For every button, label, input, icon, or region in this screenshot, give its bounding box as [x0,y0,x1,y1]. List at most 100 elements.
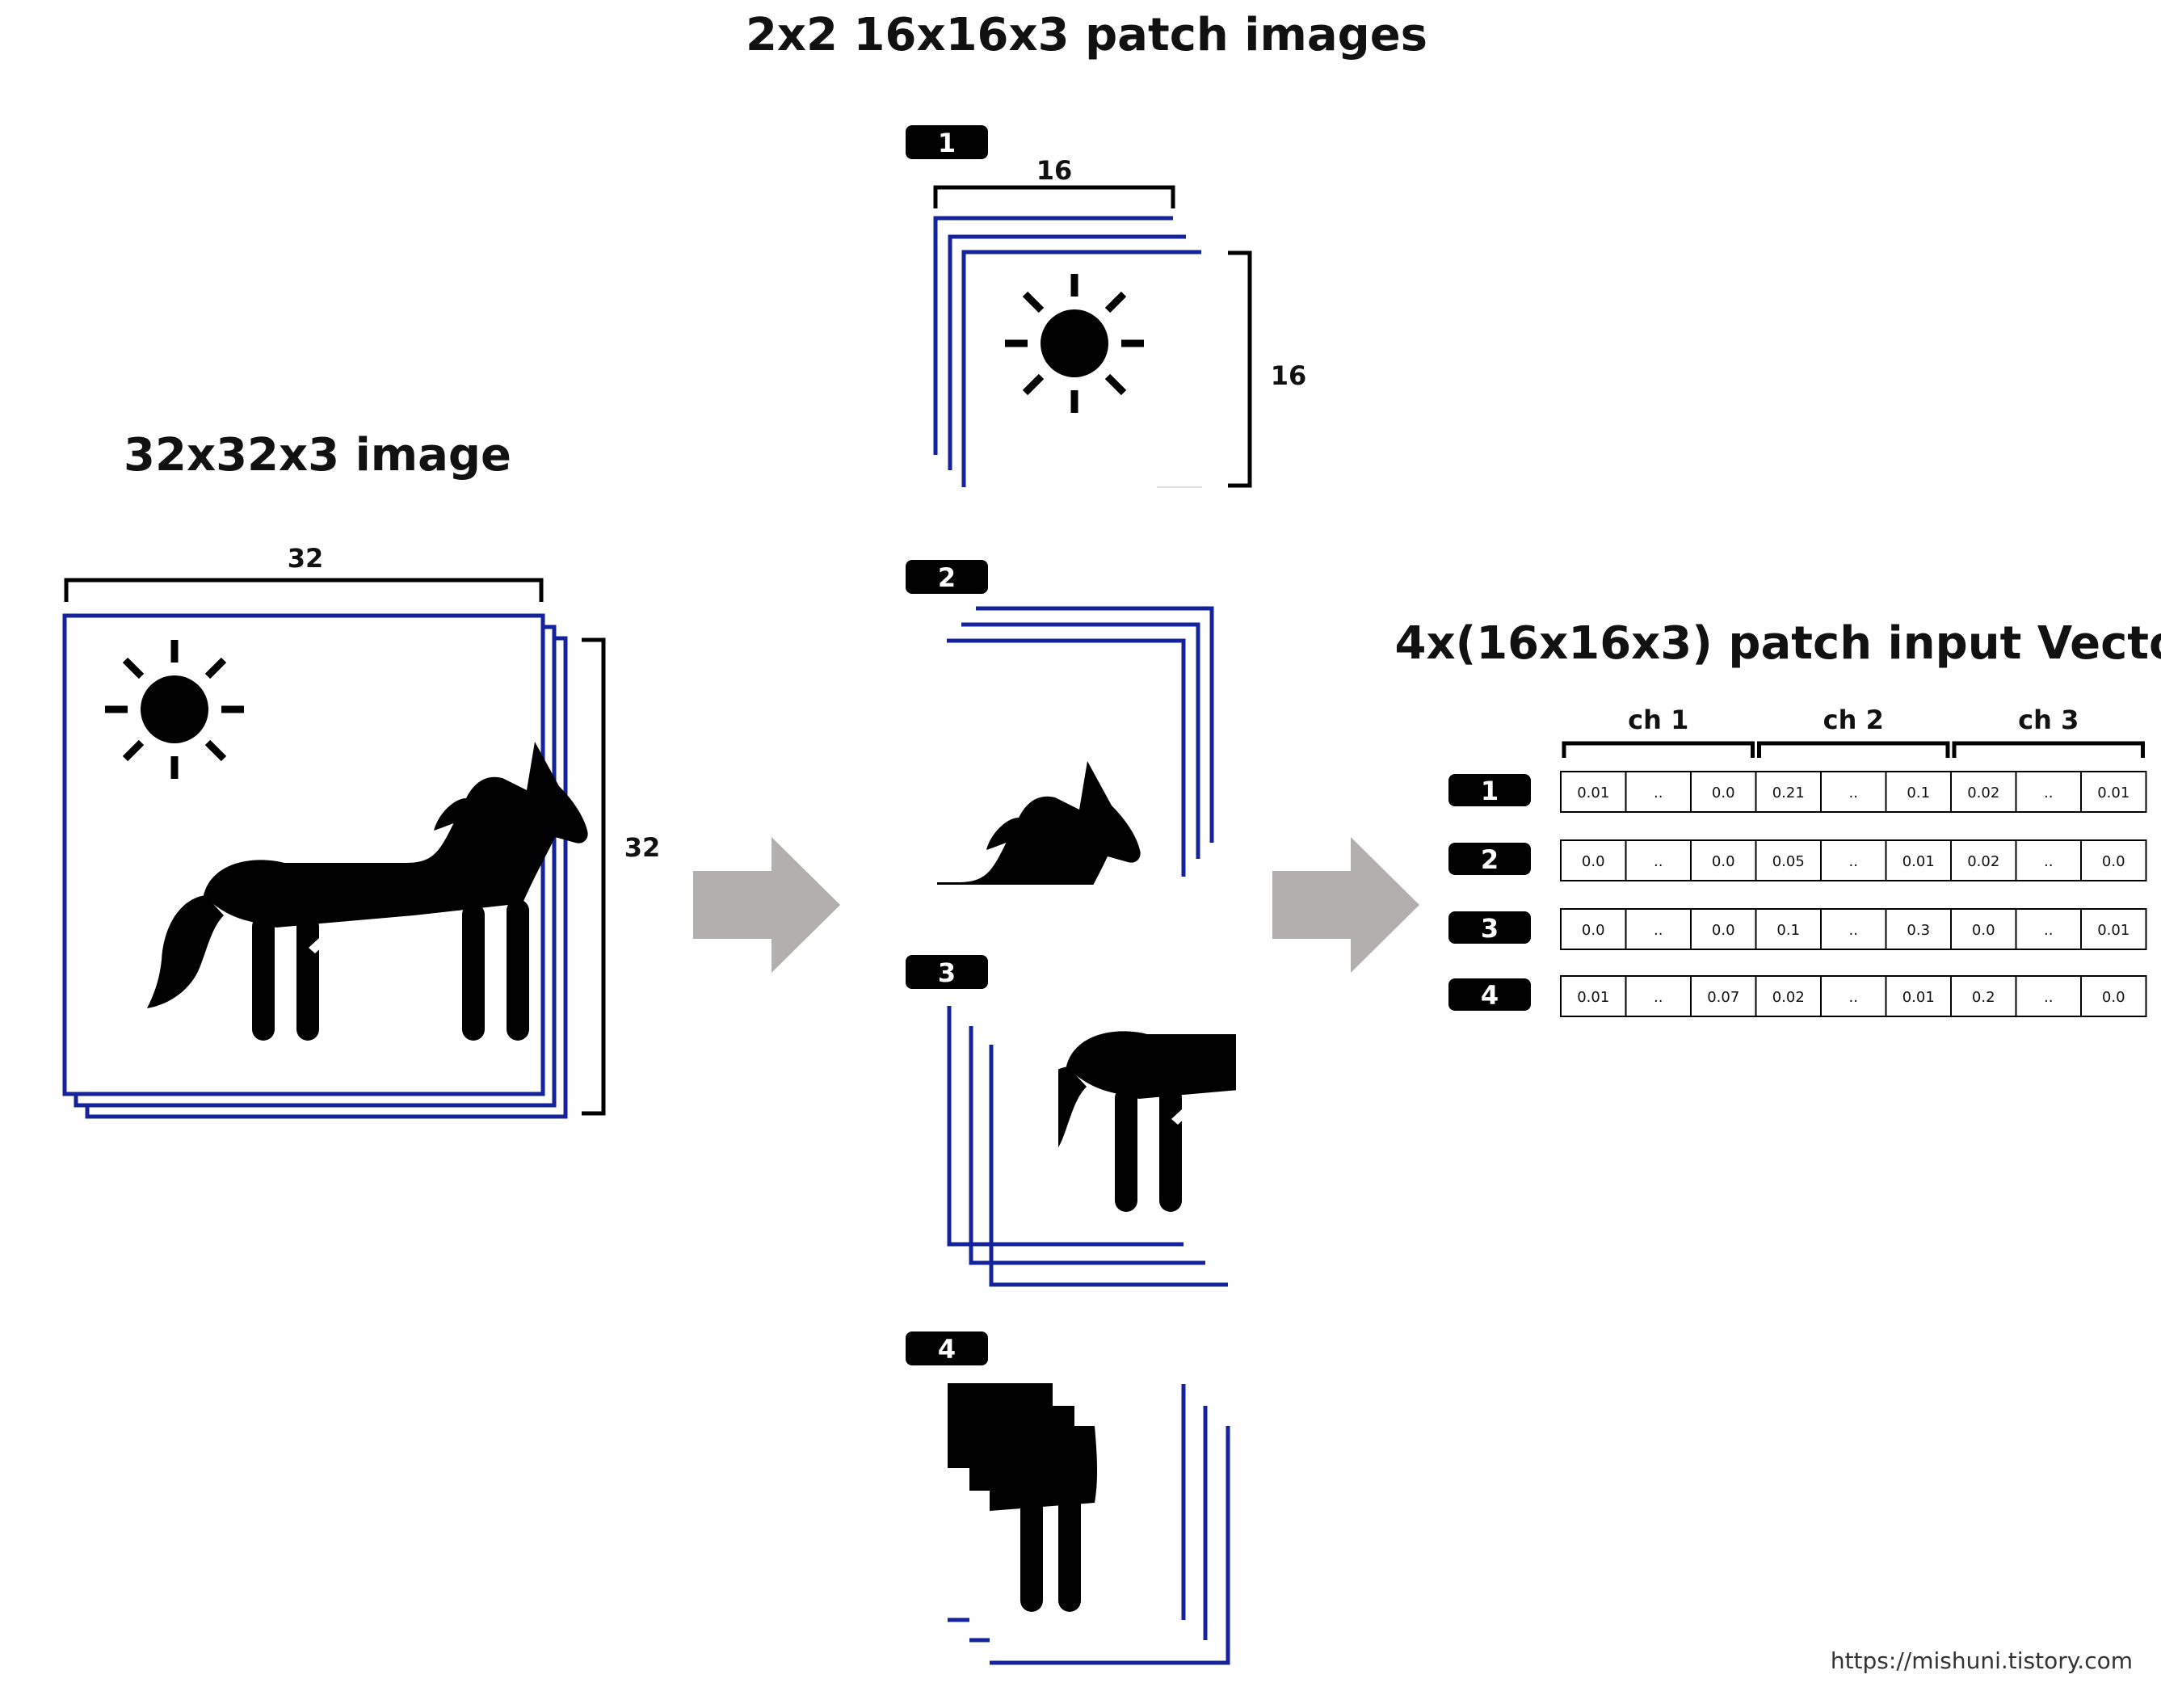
vector-cell-value: 0.01 [1577,989,1609,1006]
vector-cell-value: 0.07 [1707,989,1739,1006]
vector-cell-value: .. [2044,853,2053,870]
patch-badge-label: 3 [938,957,956,988]
arrow-to-vectors [1272,837,1419,973]
patch-badge [906,955,988,989]
vector-cell-value: 0.01 [2097,785,2129,801]
vectors-table: ch 1 ch 2 ch 3 1 0.01.. 0.0 0.21.. 0.1 0.02.. 0.0… [1448,705,2147,1017]
vector-cell-value: .. [1849,989,1858,1006]
vector-cell [1950,975,2017,1017]
sun-icon [105,640,244,779]
vector-cell [1950,839,2017,881]
vector-cell-value: 0.05 [1772,853,1805,870]
vector-cell-value: 0.02 [1967,785,1999,801]
patch-height-label: 16 [1271,360,1307,391]
vector-cell-value: 0.01 [1577,785,1609,801]
vector-cell [1560,908,1627,950]
vector-cell [1820,908,1887,950]
vector-cell [2080,975,2147,1017]
patch-width-bracket [933,185,1175,208]
vector-cell-value: 0.0 [1712,853,1735,870]
vector-badge-label: 4 [1481,980,1499,1011]
vector-cell [1885,975,1952,1017]
vector-cell-value: 0.0 [2102,989,2125,1006]
image-width-label: 32 [288,543,324,574]
patch-4: 4 [906,1331,1230,1665]
patch-1: 1 16 16 [906,125,1307,488]
vector-cell-value: 0.1 [1907,785,1930,801]
vector-cell [1755,839,1822,881]
vector-cell [2015,771,2082,813]
patch-height-bracket [1228,250,1252,488]
vector-badge [1448,774,1531,806]
vector-cell [2080,771,2147,813]
vector-cell-value: 0.3 [1907,922,1930,939]
vector-cell-value: .. [2044,785,2053,801]
vector-cell-value: 0.01 [2097,922,2129,939]
vector-cell [1625,839,1692,881]
image-height-label: 32 [624,832,661,863]
vector-badge [1448,911,1531,944]
vector-cell [1690,839,1757,881]
vector-cell-value: 0.0 [1712,785,1735,801]
patch-badge-label: 2 [938,562,956,593]
channel-header: ch 1 [1628,705,1688,735]
channel-header: ch 3 [2018,705,2079,735]
patch-width-label: 16 [1036,155,1073,186]
patch-badge-label: 1 [938,128,956,158]
vector-cell [1690,771,1757,813]
vector-cell [2080,908,2147,950]
patch-badge-label: 4 [938,1334,956,1365]
patches-title: 2x2 16x16x3 patch images [746,9,1427,61]
image-width-bracket [64,578,544,602]
vector-cell-value: .. [1654,922,1663,939]
vector-cell-value: 0.01 [1902,989,1935,1006]
vector-cell [1820,771,1887,813]
channel-bracket [1952,741,2145,758]
channel-bracket [1562,741,1755,758]
image-title: 32x32x3 image [124,429,511,482]
vector-cell-value: 0.0 [1972,922,1995,939]
patch-badge [906,1331,988,1365]
vector-cell [1625,908,1692,950]
arrow-to-patches [693,837,840,973]
vector-cell-value: .. [2044,922,2053,939]
vector-cell [1820,839,1887,881]
vector-cell-value: .. [1849,785,1858,801]
vector-cell [1950,771,2017,813]
image-height-bracket [582,637,606,1116]
channel-bracket [1757,741,1950,758]
vector-cell [1755,771,1822,813]
unicorn-icon [1058,1002,1236,1212]
vector-cell [2080,839,2147,881]
vector-cell-value: 0.02 [1772,989,1805,1006]
vector-cell-value: .. [2044,989,2053,1006]
vector-badge-label: 1 [1481,776,1499,806]
vector-cell [1625,975,1692,1017]
vector-cell-value: 0.0 [1712,922,1735,939]
patch-3: 3 [906,955,1236,1287]
vector-cell-value: 0.1 [1776,922,1800,939]
patch-2: 2 [906,560,1214,885]
vectors-title: 4x(16x16x3) patch input Vectors [1395,617,2161,670]
sun-icon [1005,274,1144,413]
vector-cell-value: .. [1849,853,1858,870]
vector-cell [1560,839,1627,881]
vector-cell [1755,908,1822,950]
input-image [62,613,588,1119]
patch-badge [906,560,988,594]
vector-cell-value: .. [1654,989,1663,1006]
vector-cell [1560,771,1627,813]
vector-cell [1820,975,1887,1017]
vector-badge-label: 3 [1481,913,1499,944]
vector-cell [1560,975,1627,1017]
vector-cell [1690,975,1757,1017]
vector-cell-value: 0.21 [1772,785,1805,801]
vector-badge [1448,978,1531,1011]
vector-cell [1885,908,1952,950]
vector-cell-value: 0.01 [1902,853,1935,870]
source-url: https://mishuni.tistory.com [1831,1647,2133,1674]
vector-cell-value: 0.0 [2102,853,2125,870]
channel-header: ch 2 [1823,705,1884,735]
vector-badge [1448,843,1531,875]
